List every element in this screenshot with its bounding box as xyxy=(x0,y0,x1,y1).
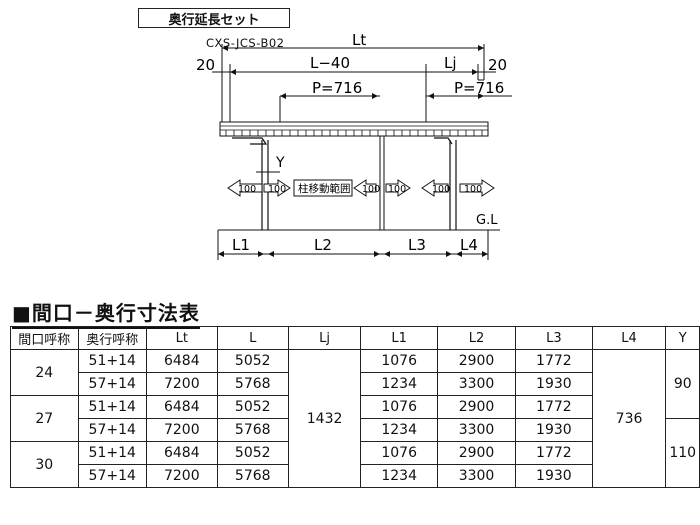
ground-line-label: G.L xyxy=(476,213,498,228)
cell-depth: 51+14 xyxy=(77,349,147,373)
table-row: 24 51+14 6484 5052 1432 1076 2900 1772 7… xyxy=(10,349,700,488)
cell-l3: 1930 xyxy=(515,418,593,442)
cell-lt: 7200 xyxy=(145,464,218,488)
table-row: 27 51+14 6484 5052 1076 2900 1772 xyxy=(10,395,700,442)
cell-lt: 6484 xyxy=(145,349,218,373)
cell-l2: 2900 xyxy=(436,395,517,419)
cell-l2: 3300 xyxy=(436,418,517,442)
dim-l3: L3 xyxy=(408,236,426,254)
header-l: L xyxy=(216,326,289,350)
cell-lt: 6484 xyxy=(145,395,218,419)
dim-l2: L2 xyxy=(314,236,332,254)
dim-y: Y xyxy=(275,155,285,171)
cell-lt: 7200 xyxy=(145,418,218,442)
dim-l-minus-40: L−40 xyxy=(310,54,350,72)
cell-l2: 3300 xyxy=(436,464,517,488)
dim-pitch-left: P=716 xyxy=(312,79,362,97)
dim-lj: Lj xyxy=(444,54,457,72)
cell-lt: 7200 xyxy=(145,372,218,396)
cell-l2: 2900 xyxy=(436,349,517,373)
cell-l: 5768 xyxy=(216,372,289,396)
dim-edge-left: 20 xyxy=(196,56,215,74)
cell-y: 110 xyxy=(665,418,700,488)
cell-width: 27 xyxy=(10,395,79,442)
cell-depth: 51+14 xyxy=(77,441,147,465)
cell-l: 5052 xyxy=(216,441,289,465)
cell-l1: 1234 xyxy=(360,464,438,488)
cell-lt: 6484 xyxy=(145,441,218,465)
cell-depth: 57+14 xyxy=(77,464,147,488)
cell-l3: 1930 xyxy=(515,372,593,396)
cell-l: 5768 xyxy=(216,418,289,442)
cell-l1: 1076 xyxy=(360,349,438,373)
header-l4: L4 xyxy=(591,326,667,350)
dim-pitch-right: P=716 xyxy=(454,79,504,97)
shift-label-3: 100 xyxy=(362,184,380,195)
header-l3: L3 xyxy=(515,326,593,350)
shift-label-6: 100 xyxy=(464,184,482,195)
shift-label-1: 100 xyxy=(238,184,256,195)
cell-l3: 1930 xyxy=(515,464,593,488)
cell-depth: 51+14 xyxy=(77,395,147,419)
header-l1: L1 xyxy=(360,326,438,350)
cell-l: 5052 xyxy=(216,349,289,373)
dimension-table-title: ■間口－奥行寸法表 xyxy=(12,297,200,329)
cell-lj: 1432 xyxy=(287,349,362,488)
cell-l2: 2900 xyxy=(436,441,517,465)
cell-l1: 1076 xyxy=(360,395,438,419)
table-row: 57+14 7200 5768 1234 3300 1930 110 xyxy=(11,418,700,488)
shift-label-2: 100 xyxy=(268,184,286,195)
cell-l3: 1772 xyxy=(515,441,593,465)
set-name-label: 奥行延長セット xyxy=(138,8,290,28)
dimension-table: 間口呼称 奥行呼称 Lt L Lj L1 L2 L3 L4 Y 24 51+14… xyxy=(10,326,700,488)
cell-width: 24 xyxy=(10,349,79,396)
cell-l3: 1772 xyxy=(515,349,593,373)
cell-l1: 1234 xyxy=(360,372,438,396)
dim-lt: Lt xyxy=(352,31,366,49)
shift-label-5: 100 xyxy=(432,184,450,195)
cell-depth: 57+14 xyxy=(77,418,147,442)
table-header-row: 間口呼称 奥行呼称 Lt L Lj L1 L2 L3 L4 Y xyxy=(10,326,700,350)
carport-side-diagram: Lt L−40 20 20 Lj P=716 P=716 Y xyxy=(196,31,512,260)
dim-edge-right: 20 xyxy=(488,56,507,74)
cell-l4: 736 xyxy=(591,349,667,488)
shift-label-4: 100 xyxy=(388,184,406,195)
table-row: 57+14 7200 5768 1234 3300 1930 xyxy=(11,464,700,488)
header-depth-name: 奥行呼称 xyxy=(77,326,147,350)
dim-l1: L1 xyxy=(232,236,250,254)
post-move-range-label: 柱移動範囲 xyxy=(298,182,351,195)
header-lt: Lt xyxy=(145,326,218,350)
cell-depth: 57+14 xyxy=(77,372,147,396)
cell-l3: 1772 xyxy=(515,395,593,419)
cell-l: 5768 xyxy=(216,464,289,488)
dim-l4: L4 xyxy=(460,236,478,254)
cell-width: 30 xyxy=(10,441,79,488)
cell-l2: 3300 xyxy=(436,372,517,396)
cell-y: 90 xyxy=(665,349,700,419)
header-y: Y xyxy=(665,326,700,350)
cell-l1: 1234 xyxy=(360,418,438,442)
header-l2: L2 xyxy=(436,326,517,350)
cell-l1: 1076 xyxy=(360,441,438,465)
cell-l: 5052 xyxy=(216,395,289,419)
header-width-name: 間口呼称 xyxy=(10,326,79,350)
header-lj: Lj xyxy=(287,326,362,350)
